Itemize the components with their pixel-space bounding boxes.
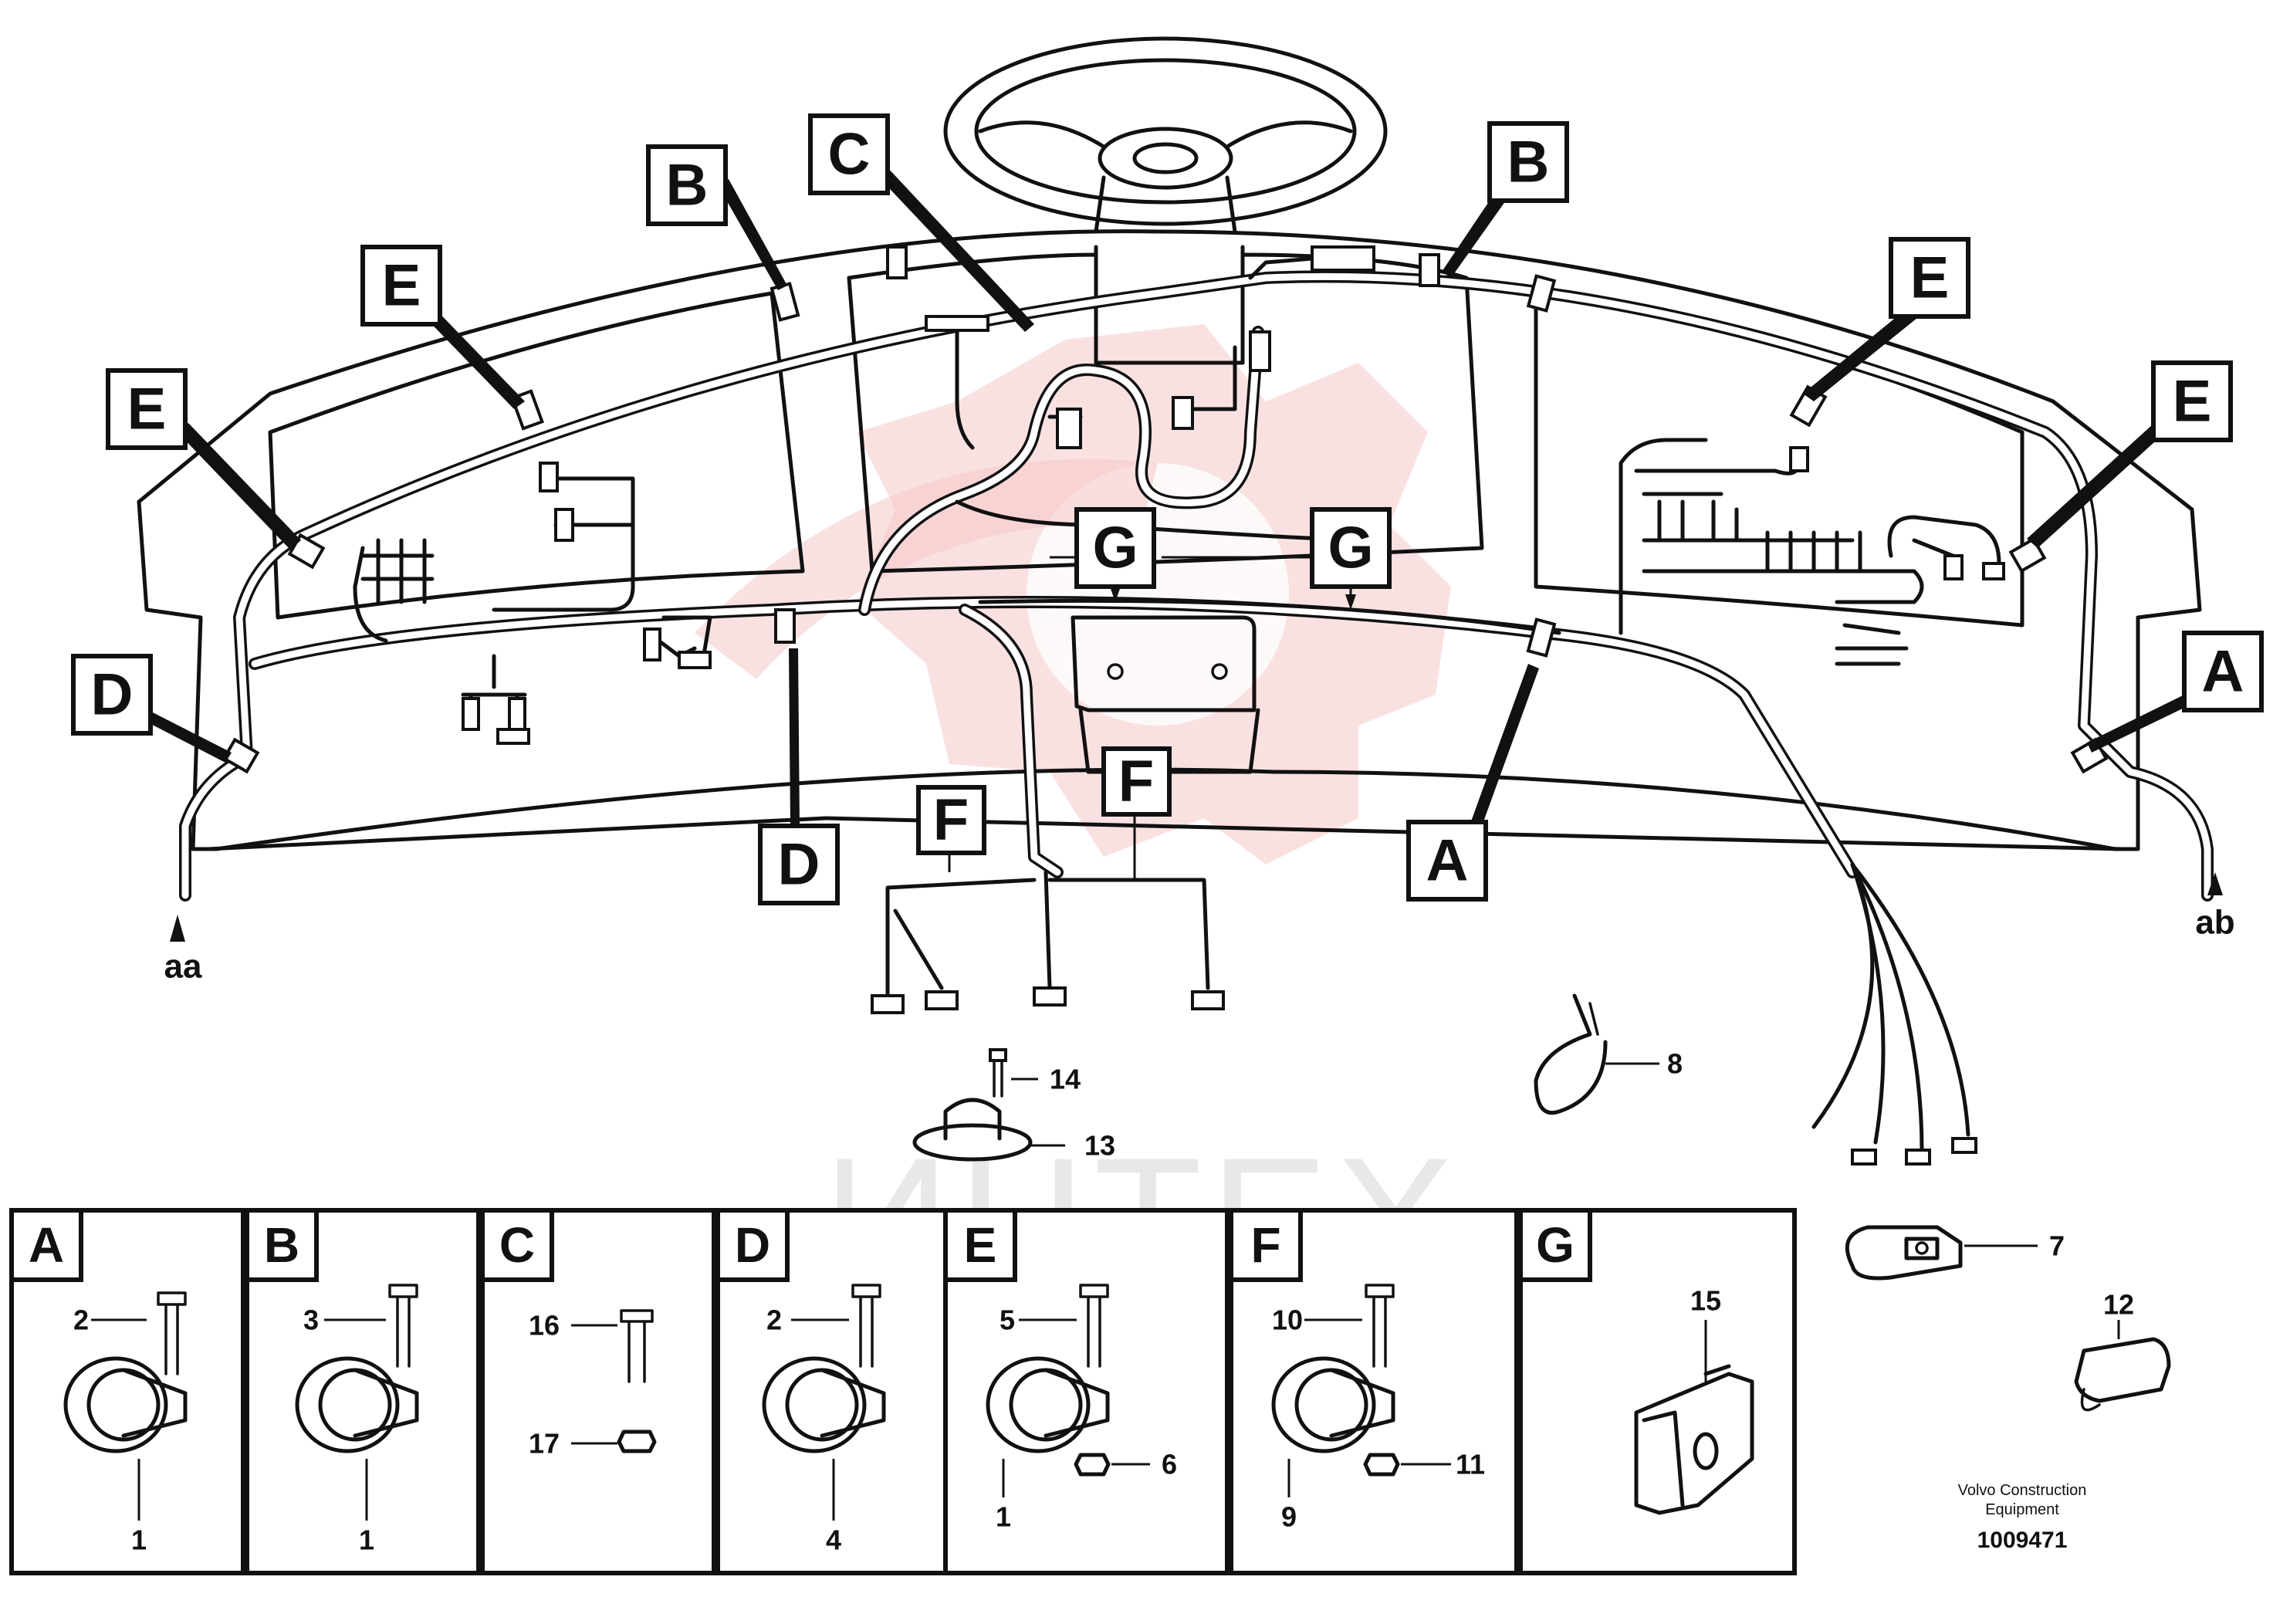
svg-text:D: D: [778, 832, 820, 898]
end-label-right: ab: [2195, 904, 2234, 942]
part-label-12: 12: [2103, 1289, 2134, 1321]
svg-text:G: G: [1536, 1217, 1575, 1273]
svg-text:E: E: [127, 377, 167, 442]
callout-g-left: G: [1074, 507, 1156, 589]
part-12-edge-clip: 12: [2074, 1289, 2171, 1412]
callout-e-right-upper: E: [1889, 237, 1970, 319]
svg-text:C: C: [499, 1217, 535, 1273]
callout-pointers: [139, 153, 2223, 942]
svg-text:A: A: [2202, 639, 2244, 705]
detail-panel-f: F 10 9 11: [1229, 1208, 1519, 1575]
svg-text:B: B: [666, 153, 709, 218]
svg-text:C: C: [828, 122, 871, 188]
callout-e-right-lower: E: [2151, 360, 2233, 442]
part-label-8: 8: [1667, 1048, 1683, 1080]
callout-g-right: G: [1310, 507, 1392, 589]
svg-text:F: F: [1250, 1217, 1280, 1273]
detail-panel-c: C 16 17: [480, 1208, 716, 1575]
part-13-button: 13: [912, 1098, 1115, 1162]
part-label-14: 14: [1050, 1064, 1081, 1095]
callout-a-right: A: [2182, 631, 2264, 712]
svg-text:B: B: [1507, 130, 1550, 195]
detail-panel-b: B 3 1: [245, 1208, 481, 1575]
footer: Volvo Construction Equipment 1009471: [1958, 1482, 2087, 1553]
svg-text:E: E: [964, 1217, 997, 1273]
svg-text:A: A: [29, 1217, 64, 1273]
document-number: 1009471: [1977, 1528, 2068, 1553]
svg-text:4: 4: [826, 1524, 841, 1556]
svg-text:D: D: [735, 1217, 770, 1273]
lower-right-cables: [1811, 862, 1977, 1166]
callout-f-left: F: [916, 785, 986, 855]
svg-text:1: 1: [131, 1524, 147, 1556]
callout-e-left-upper: E: [360, 245, 442, 326]
svg-text:F: F: [1118, 749, 1154, 814]
svg-text:A: A: [1426, 828, 1469, 894]
callout-boxes: B C B E E E E D: [71, 113, 2264, 905]
svg-text:G: G: [1328, 516, 1373, 581]
part-7-clip: 7: [1845, 1225, 2065, 1281]
svg-text:G: G: [1092, 516, 1138, 581]
callout-f-right: F: [1101, 746, 1172, 817]
right-connector-cluster: [1619, 438, 2005, 666]
svg-text:3: 3: [303, 1304, 319, 1336]
f-branches: [871, 870, 1225, 1014]
svg-text:16: 16: [529, 1310, 560, 1341]
svg-text:9: 9: [1281, 1501, 1297, 1533]
part-8-cable-tie: 8: [1534, 993, 1683, 1115]
end-label-left: aa: [164, 948, 202, 986]
callout-b-left: B: [646, 144, 728, 226]
svg-text:1: 1: [996, 1501, 1011, 1533]
detail-panel-e: E 5 1 6: [943, 1208, 1230, 1575]
svg-text:17: 17: [529, 1428, 560, 1460]
svg-text:5: 5: [1000, 1304, 1015, 1336]
callout-b-right: B: [1487, 121, 1569, 203]
detail-panel-a: A 2 1: [9, 1208, 245, 1575]
svg-text:6: 6: [1162, 1449, 1177, 1480]
svg-text:1: 1: [359, 1524, 374, 1556]
left-connector-cluster: [353, 462, 712, 745]
callout-d-left: D: [71, 654, 153, 736]
brand-line-2: Equipment: [1985, 1501, 2059, 1518]
svg-text:E: E: [1910, 245, 1950, 311]
part-label-7: 7: [2049, 1230, 2065, 1262]
svg-text:10: 10: [1272, 1304, 1303, 1336]
brand-line-1: Volvo Construction: [1958, 1482, 2087, 1499]
svg-text:B: B: [264, 1217, 299, 1273]
detail-panel-d: D 2 4: [715, 1208, 952, 1575]
svg-text:2: 2: [73, 1304, 89, 1336]
detail-panels: A 2 1 B 3 1 C: [9, 1208, 1797, 1575]
svg-text:15: 15: [1690, 1285, 1721, 1317]
main-harness: [179, 245, 2214, 902]
svg-text:E: E: [382, 253, 421, 319]
svg-text:D: D: [91, 662, 134, 728]
callout-d-center: D: [758, 824, 840, 905]
svg-text:2: 2: [766, 1304, 782, 1336]
callout-e-left-lower: E: [106, 368, 188, 450]
svg-text:11: 11: [1456, 1449, 1485, 1480]
watermark-arc: [695, 458, 1158, 679]
svg-text:F: F: [933, 787, 969, 853]
svg-text:E: E: [2173, 369, 2212, 435]
watermark: ИНТЕХ: [695, 324, 1454, 1319]
detail-panel-g: G 15: [1518, 1208, 1797, 1575]
callout-c: C: [808, 113, 890, 195]
part-14-screw: 14: [989, 1048, 1081, 1098]
callout-a-center: A: [1406, 820, 1488, 902]
part-label-13: 13: [1084, 1130, 1115, 1162]
